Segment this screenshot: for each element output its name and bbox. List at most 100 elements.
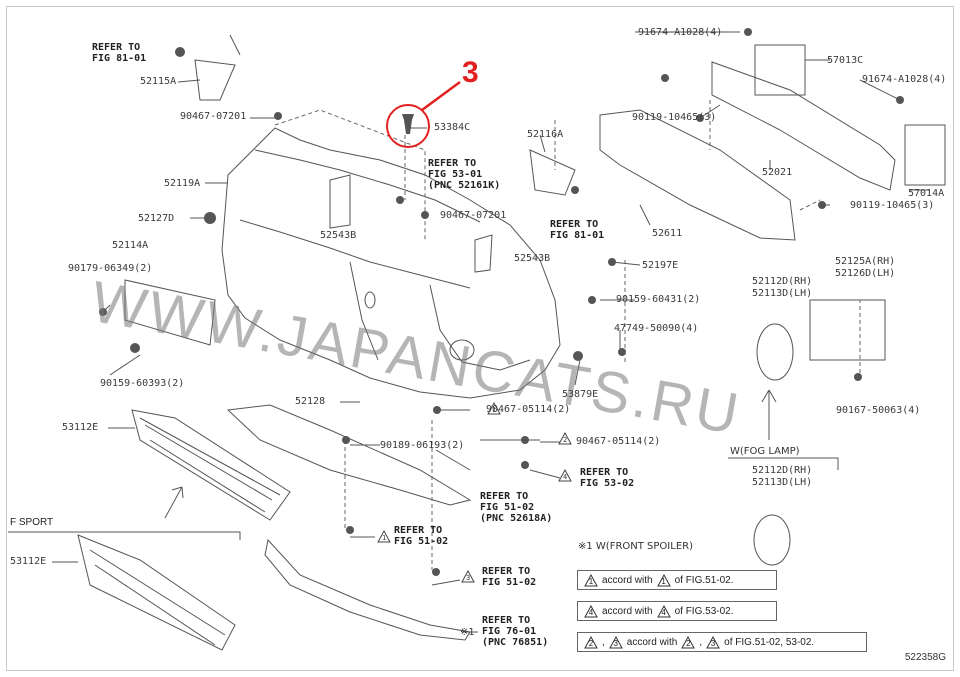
refer-fig81-top[interactable]: REFER TO FIG 81-01 bbox=[92, 42, 146, 64]
part-90467-07201-a[interactable]: 90467-07201 bbox=[180, 111, 247, 122]
refer-line-2: FIG 53-01 bbox=[428, 169, 483, 180]
support-52115a bbox=[194, 59, 236, 101]
legend-text: accord with bbox=[602, 574, 653, 586]
part-52126d-lh[interactable]: 52126D(LH) bbox=[835, 268, 896, 279]
refer-line-1: REFER TO bbox=[482, 615, 531, 626]
part-90167-50063[interactable]: 90167-50063(4) bbox=[836, 405, 921, 416]
fog-cover-bottom bbox=[753, 514, 791, 566]
part-53384c[interactable]: 53384C bbox=[434, 122, 471, 133]
part-52021[interactable]: 52021 bbox=[762, 167, 793, 178]
refer-line-1: REFER TO bbox=[394, 525, 443, 536]
refer-line-1: REFER TO bbox=[92, 42, 141, 53]
marker-1: 2 bbox=[563, 436, 568, 444]
refer-fig53[interactable]: REFER TO FIG 53-01 (PNC 52161K) bbox=[428, 158, 500, 191]
clip-53384c bbox=[386, 80, 461, 148]
bracket-57014a bbox=[904, 124, 946, 186]
refer-fig76[interactable]: REFER TO FIG 76-01 (PNC 76851) bbox=[482, 615, 548, 648]
refer-fig51-02[interactable]: REFER TO FIG 51-02 bbox=[394, 525, 448, 547]
front-spoiler-outline bbox=[264, 538, 471, 641]
legend-ref: of FIG.53-02. bbox=[674, 605, 734, 617]
part-53112e-b[interactable]: 53112E bbox=[10, 556, 47, 567]
triangle-icon: 2 bbox=[584, 635, 598, 649]
bracket-57013c bbox=[754, 44, 806, 96]
part-52116a[interactable]: 52116A bbox=[527, 129, 564, 140]
part-90179-06349[interactable]: 90179-06349(2) bbox=[68, 263, 153, 274]
refer-line-3: (PNC 52618A) bbox=[480, 513, 553, 524]
part-90159-60393[interactable]: 90159-60393(2) bbox=[100, 378, 185, 389]
refer-line-2: FIG 51-02 bbox=[480, 502, 535, 513]
refer-line-1: REFER TO bbox=[482, 566, 531, 577]
refer-line-3: (PNC 52161K) bbox=[428, 180, 501, 191]
part-52543b-a[interactable]: 52543B bbox=[320, 230, 357, 241]
marker-2: 1 bbox=[492, 406, 497, 414]
refer-line-1: REFER TO bbox=[550, 219, 599, 230]
lamp-bracket bbox=[809, 299, 886, 361]
refer-fig81-mid[interactable]: REFER TO FIG 81-01 bbox=[550, 219, 604, 241]
front-spoiler-note: ※1 W(FRONT SPOILER) bbox=[578, 541, 693, 552]
legend-text: accord with bbox=[602, 605, 653, 617]
under-cover-outline bbox=[226, 404, 472, 506]
part-52119a[interactable]: 52119A bbox=[164, 178, 201, 189]
part-52197e[interactable]: 52197E bbox=[642, 260, 679, 271]
part-90467-07201-b[interactable]: 90467-07201 bbox=[440, 210, 507, 221]
part-90119-10465-b[interactable]: 90119-10465(3) bbox=[850, 200, 935, 211]
part-57014a[interactable]: 57014A bbox=[908, 188, 945, 199]
cover-52543b-a bbox=[329, 174, 351, 229]
part-52115a[interactable]: 52115A bbox=[140, 76, 177, 87]
refer-line-2: FIG 81-01 bbox=[550, 230, 605, 241]
part-52112d-rh-bot[interactable]: 52112D(RH) bbox=[752, 465, 813, 476]
triangle-icon: 1 bbox=[584, 573, 598, 587]
part-90189-06193[interactable]: 90189-06193(2) bbox=[380, 440, 465, 451]
arrow-fog-lamp bbox=[761, 389, 777, 440]
refer-fig51-02b[interactable]: REFER TO FIG 51-02 bbox=[482, 566, 536, 588]
refer-line-2: FIG 51-02 bbox=[394, 536, 449, 547]
part-52128[interactable]: 52128 bbox=[295, 396, 326, 407]
part-90119-10465-a[interactable]: 90119-10465(3) bbox=[632, 112, 717, 123]
part-91674-a1028-a[interactable]: 91674-A1028(4) bbox=[638, 27, 723, 38]
marker-1-tri bbox=[558, 431, 572, 445]
part-52114a[interactable]: 52114A bbox=[112, 240, 149, 251]
refer-line-1: REFER TO bbox=[580, 467, 629, 478]
part-52125a-rh[interactable]: 52125A(RH) bbox=[835, 256, 896, 267]
legend-row-3: 2 , 3 accord with 2 , 3 of FIG.51-02, 53… bbox=[577, 632, 867, 652]
plate-52114a bbox=[124, 279, 216, 346]
refer-line-2: FIG 76-01 bbox=[482, 626, 537, 637]
refer-fig51-pnc[interactable]: REFER TO FIG 51-02 (PNC 52618A) bbox=[480, 491, 552, 524]
arrow-to-grille bbox=[164, 486, 184, 519]
part-90467-05114-a[interactable]: 90467-05114(2) bbox=[486, 404, 571, 415]
marker-3: 3 bbox=[466, 574, 471, 582]
cover-52543b-b bbox=[474, 234, 493, 273]
triangle-icon: 1 bbox=[656, 573, 671, 587]
part-57013c[interactable]: 57013C bbox=[827, 55, 864, 66]
callout-number: 3 bbox=[462, 56, 479, 89]
marker-1b: 1 bbox=[382, 534, 387, 542]
part-52113d-lh-top[interactable]: 52113D(LH) bbox=[752, 288, 813, 299]
energy-absorber-outline bbox=[599, 109, 796, 241]
part-52543b-b[interactable]: 52543B bbox=[514, 253, 551, 264]
fog-lamp-label: W(FOG LAMP) bbox=[730, 446, 800, 457]
refer-fig53-02[interactable]: REFER TO FIG 53-02 bbox=[580, 467, 634, 489]
part-52611[interactable]: 52611 bbox=[652, 228, 683, 239]
part-53112e-a[interactable]: 53112E bbox=[62, 422, 99, 433]
part-91674-a1028-b[interactable]: 91674-A1028(4) bbox=[862, 74, 947, 85]
support-52116a bbox=[529, 149, 576, 196]
legend-row-1: 1 accord with 1 of FIG.51-02. bbox=[577, 570, 777, 590]
bumper-cover-outline bbox=[221, 127, 561, 399]
part-90159-60431[interactable]: 90159-60431(2) bbox=[616, 294, 701, 305]
legend-ref: of FIG.51-02. bbox=[674, 574, 734, 586]
part-52127d[interactable]: 52127D bbox=[138, 213, 175, 224]
part-47749-50090[interactable]: 47749-50090(4) bbox=[614, 323, 699, 334]
part-52113d-lh-bot[interactable]: 52113D(LH) bbox=[752, 477, 813, 488]
spoiler-note-mark: ※1 bbox=[460, 627, 475, 638]
figure-code: 522358G bbox=[904, 652, 946, 663]
part-90467-05114-b[interactable]: 90467-05114(2) bbox=[576, 436, 661, 447]
triangle-icon: 3 bbox=[706, 635, 720, 649]
part-52112d-rh-top[interactable]: 52112D(RH) bbox=[752, 276, 813, 287]
triangle-icon: 2 bbox=[681, 635, 696, 649]
triangle-icon: 4 bbox=[584, 604, 598, 618]
lower-grille-outline bbox=[131, 409, 291, 521]
refer-line-2: FIG 51-02 bbox=[482, 577, 537, 588]
part-53879e[interactable]: 53879E bbox=[562, 389, 599, 400]
triangle-icon: 4 bbox=[656, 604, 671, 618]
